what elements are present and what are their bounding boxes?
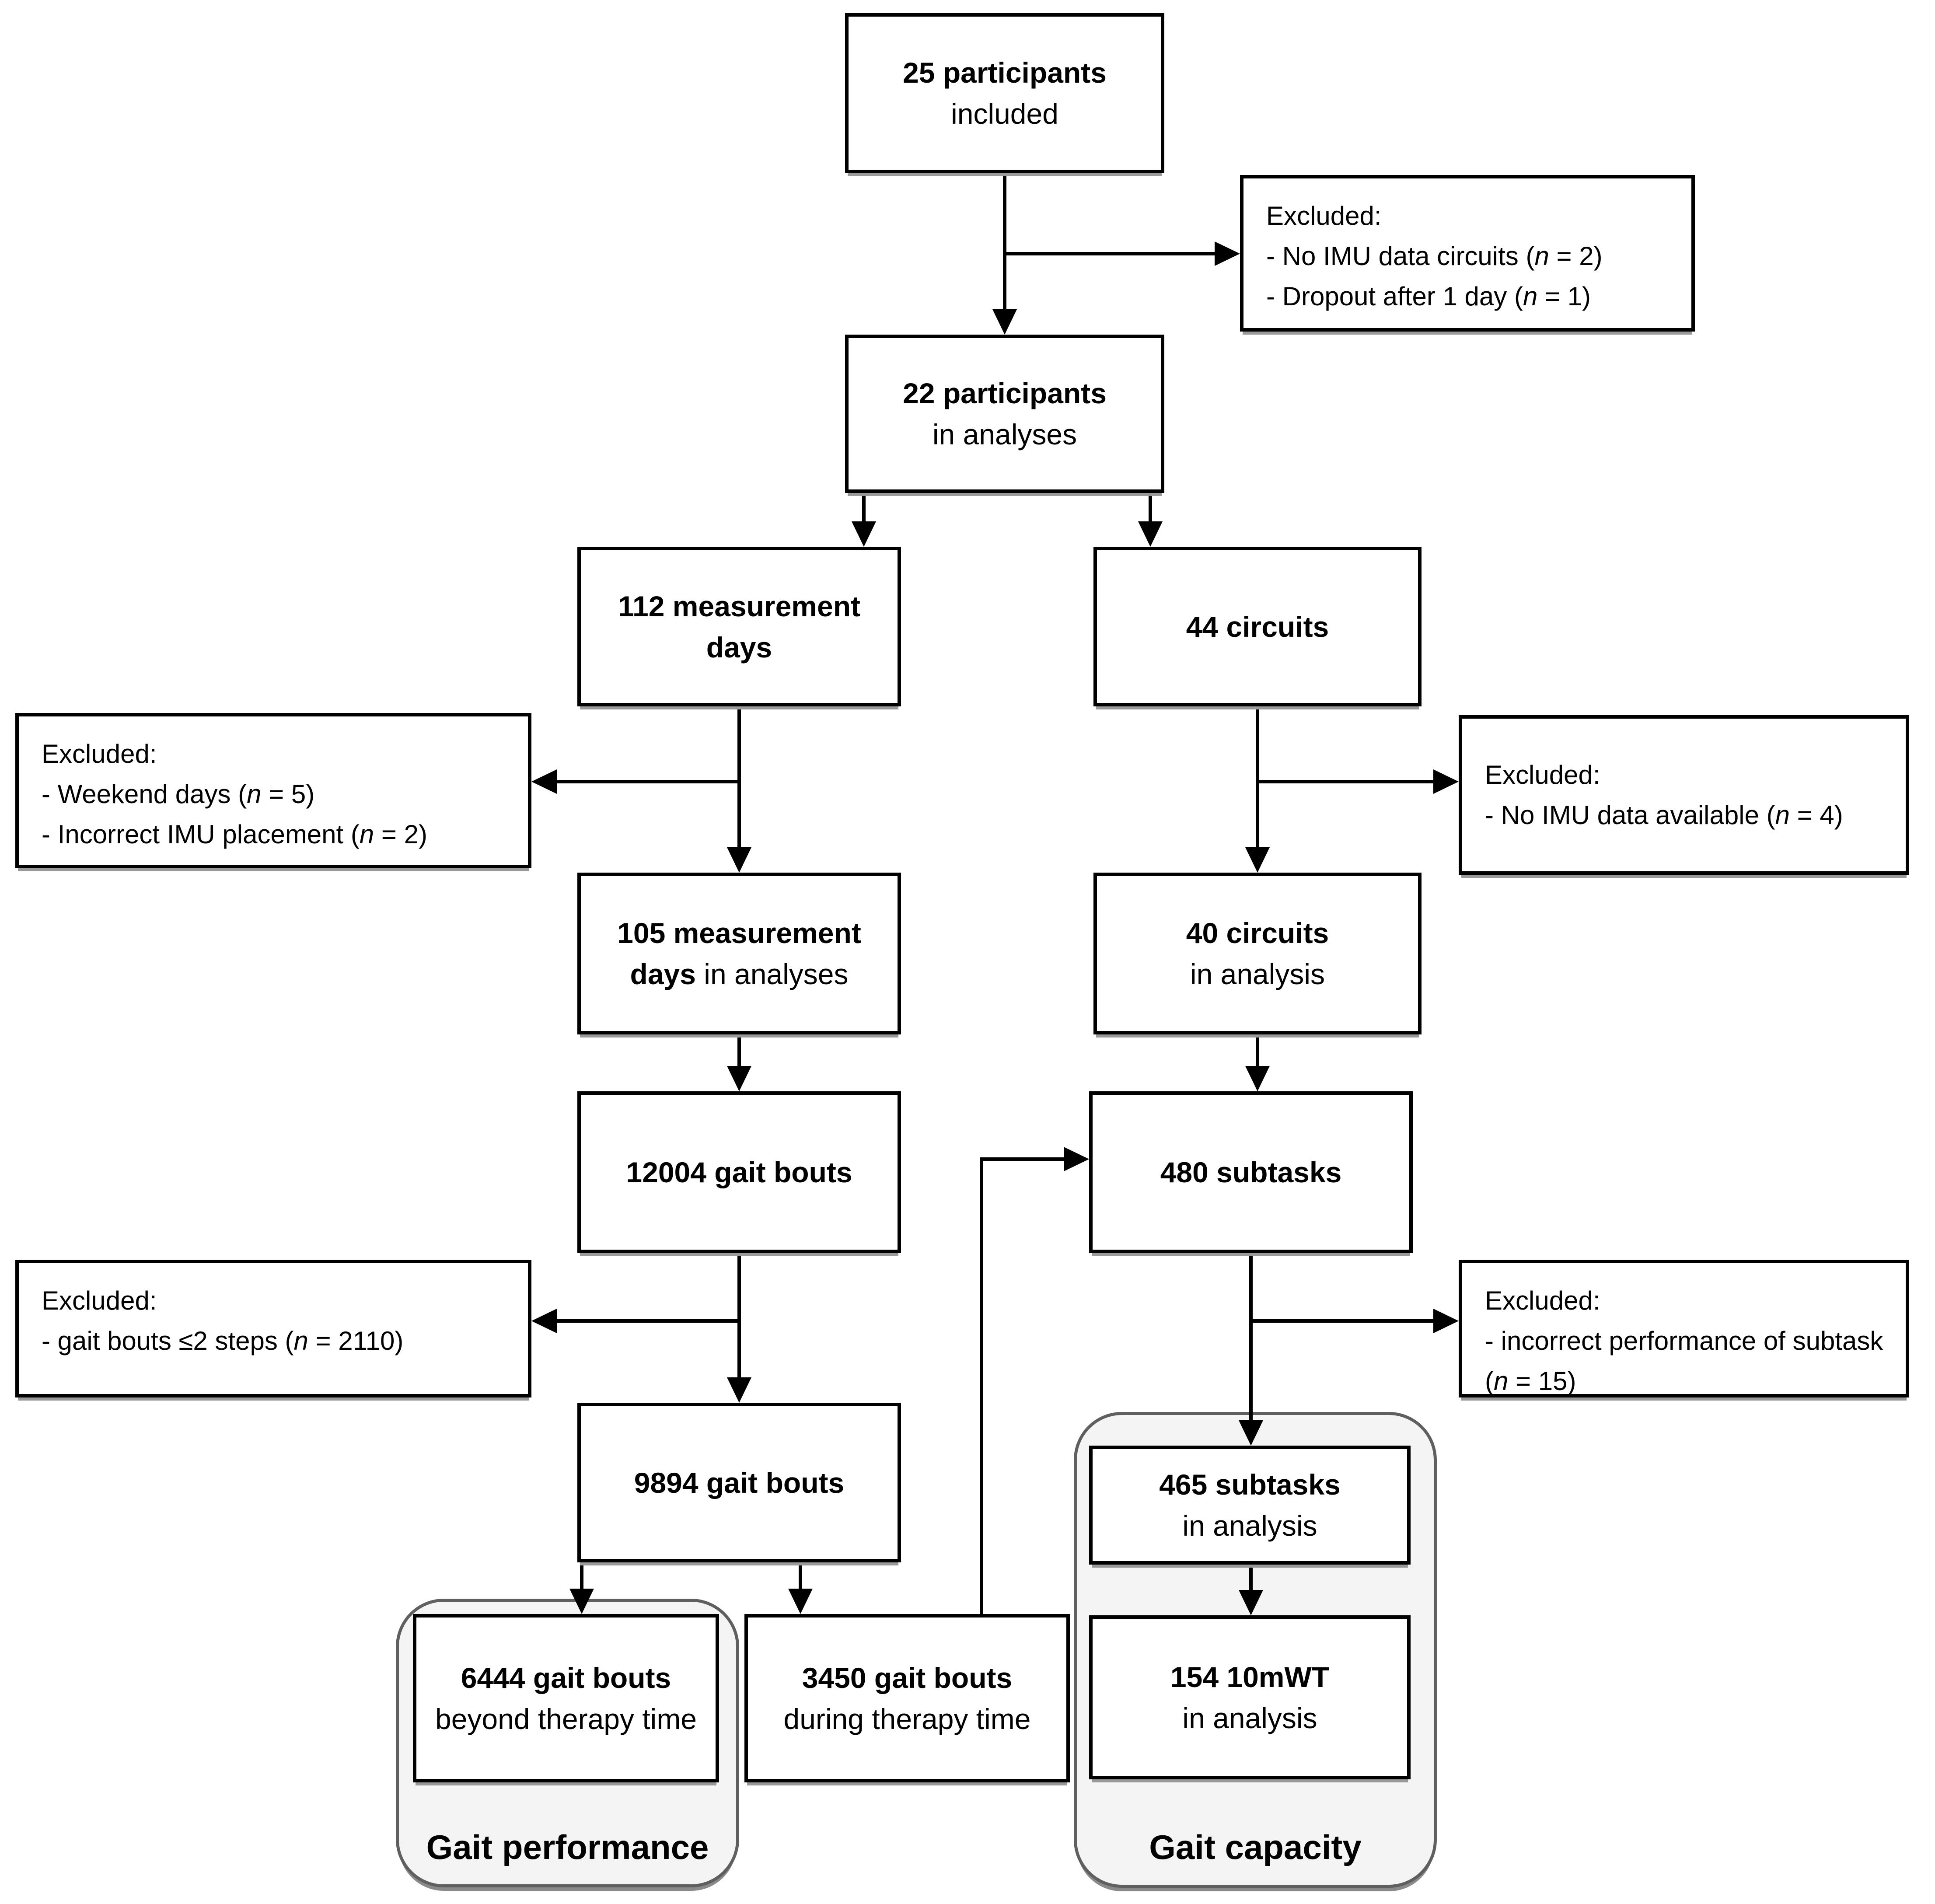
arrowhead-44-to-40 [1245, 847, 1270, 873]
arrowhead-exclusion-top [1215, 241, 1240, 266]
arrowhead-22-to-44 [1138, 521, 1163, 547]
exclusion-item: - No IMU data circuits (n = 2) [1266, 241, 1603, 271]
node-10mwt-in-analysis: 154 10mWT in analysis [1089, 1615, 1411, 1779]
connector-12004-to-9894 [737, 1251, 741, 1378]
connector-to-exclusion-subtask [1251, 1319, 1436, 1323]
node-participants-included: 25 participants included [845, 13, 1164, 173]
node-measurement-days: 112 measurement days [577, 547, 901, 706]
connector-to-exclusion-shortbouts [554, 1319, 741, 1323]
connector-480-to-465 [1249, 1251, 1253, 1421]
exclusion-item: - Dropout after 1 day (n = 1) [1266, 282, 1591, 311]
node-gait-bouts-included: 9894 gait bouts [577, 1403, 901, 1562]
arrowhead-25-to-22 [992, 309, 1017, 335]
node-gait-bouts-during-therapy: 3450 gait bouts during therapy time [744, 1614, 1070, 1782]
connector-105-to-12004 [737, 1033, 741, 1068]
node-value: 9894 gait bouts [634, 1466, 845, 1499]
node-value: 40 circuits [1186, 917, 1329, 949]
node-value: 22 participants [903, 377, 1107, 409]
node-subtasks: 480 subtasks [1089, 1091, 1413, 1253]
connector-to-exclusion-noimu [1257, 780, 1436, 783]
node-value: 480 subtasks [1160, 1156, 1342, 1188]
arrowhead-465-to-154 [1239, 1590, 1263, 1615]
exclusion-title: Excluded: [42, 739, 157, 769]
node-caption: included [951, 98, 1058, 130]
node-value: 25 participants [903, 56, 1107, 89]
connector-44-to-40 [1256, 705, 1259, 848]
node-value: days [706, 631, 772, 664]
arrowhead-480-to-465 [1239, 1420, 1263, 1446]
node-circuits: 44 circuits [1093, 547, 1422, 706]
node-gait-bouts: 12004 gait bouts [577, 1091, 901, 1253]
node-value: 154 10mWT [1170, 1660, 1330, 1693]
node-caption: during therapy time [783, 1702, 1031, 1735]
node-caption: in analyses [932, 418, 1077, 451]
connector-40-to-480 [1256, 1033, 1259, 1068]
exclusion-title: Excluded: [1485, 1286, 1600, 1315]
node-value: 3450 gait bouts [802, 1661, 1013, 1694]
node-caption: beyond therapy time [435, 1702, 697, 1735]
exclusion-item: - Weekend days (n = 5) [42, 779, 315, 809]
gait-performance-label: Gait performance [426, 1828, 709, 1866]
gait-capacity-label: Gait capacity [1149, 1828, 1362, 1866]
arrowhead-9894-to-6444 [569, 1589, 594, 1614]
node-value: 44 circuits [1186, 610, 1329, 643]
node-value: 12004 gait bouts [626, 1156, 852, 1188]
arrowhead-exclusion-shortbouts [531, 1309, 557, 1333]
exclusion-title: Excluded: [1266, 201, 1382, 231]
arrowhead-exclusion-subtask [1433, 1309, 1459, 1333]
connector-22-to-44 [1149, 491, 1152, 525]
arrowhead-22-to-112 [852, 521, 876, 547]
node-caption: in analysis [1190, 958, 1325, 990]
connector-3450-to-480-horizontal [980, 1157, 1065, 1161]
exclusion-box-short-bouts: Excluded: - gait bouts ≤2 steps (n = 211… [15, 1260, 531, 1397]
node-caption: days in analyses [630, 958, 849, 990]
node-value: 465 subtasks [1159, 1468, 1341, 1501]
connector-9894-to-3450 [799, 1561, 802, 1590]
arrowhead-3450-to-480 [1064, 1147, 1089, 1171]
arrowhead-105-to-12004 [727, 1066, 751, 1091]
arrowhead-exclusion-weekend [531, 769, 557, 794]
node-caption: in analysis [1182, 1509, 1317, 1542]
connector-9894-to-6444 [580, 1561, 583, 1590]
exclusion-item: - Incorrect IMU placement (n = 2) [42, 820, 427, 849]
exclusion-box-weekend: Excluded: - Weekend days (n = 5) - Incor… [15, 713, 531, 868]
node-participants-in-analyses: 22 participants in analyses [845, 335, 1164, 493]
node-circuits-in-analysis: 40 circuits in analysis [1093, 873, 1422, 1034]
arrowhead-exclusion-noimu [1433, 769, 1459, 794]
node-value: 105 measurement [617, 917, 861, 949]
node-measurement-days-in-analyses: 105 measurement days in analyses [577, 873, 901, 1034]
exclusion-item: - No IMU data available (n = 4) [1485, 800, 1843, 830]
connector-to-exclusion-weekend [554, 780, 741, 783]
exclusion-box-no-imu-available: Excluded: - No IMU data available (n = 4… [1459, 715, 1909, 875]
exclusion-box-incorrect-subtask: Excluded: - incorrect performance of sub… [1459, 1260, 1909, 1397]
connector-to-exclusion-top [1003, 252, 1217, 255]
exclusion-item: - gait bouts ≤2 steps (n = 2110) [42, 1326, 404, 1356]
node-gait-bouts-beyond-therapy: 6444 gait bouts beyond therapy time [413, 1614, 719, 1782]
arrowhead-9894-to-3450 [788, 1589, 813, 1614]
connector-465-to-154 [1249, 1562, 1253, 1592]
arrowhead-40-to-480 [1245, 1066, 1270, 1091]
exclusion-item: - incorrect performance of subtask (n = … [1485, 1326, 1883, 1396]
node-value: 112 measurement [618, 590, 860, 622]
node-caption: in analysis [1182, 1701, 1317, 1734]
exclusion-box-no-imu-circuits: Excluded: - No IMU data circuits (n = 2)… [1240, 175, 1695, 332]
node-subtasks-in-analysis: 465 subtasks in analysis [1089, 1446, 1411, 1565]
arrowhead-112-to-105 [727, 847, 751, 873]
exclusion-title: Excluded: [42, 1286, 157, 1315]
connector-3450-to-480-vertical [980, 1157, 983, 1614]
exclusion-title: Excluded: [1485, 760, 1600, 790]
connector-22-to-112 [862, 491, 866, 525]
connector-25-to-22 [1003, 171, 1006, 312]
node-value: 6444 gait bouts [461, 1661, 671, 1694]
arrowhead-12004-to-9894 [727, 1377, 751, 1403]
connector-112-to-105 [737, 705, 741, 848]
